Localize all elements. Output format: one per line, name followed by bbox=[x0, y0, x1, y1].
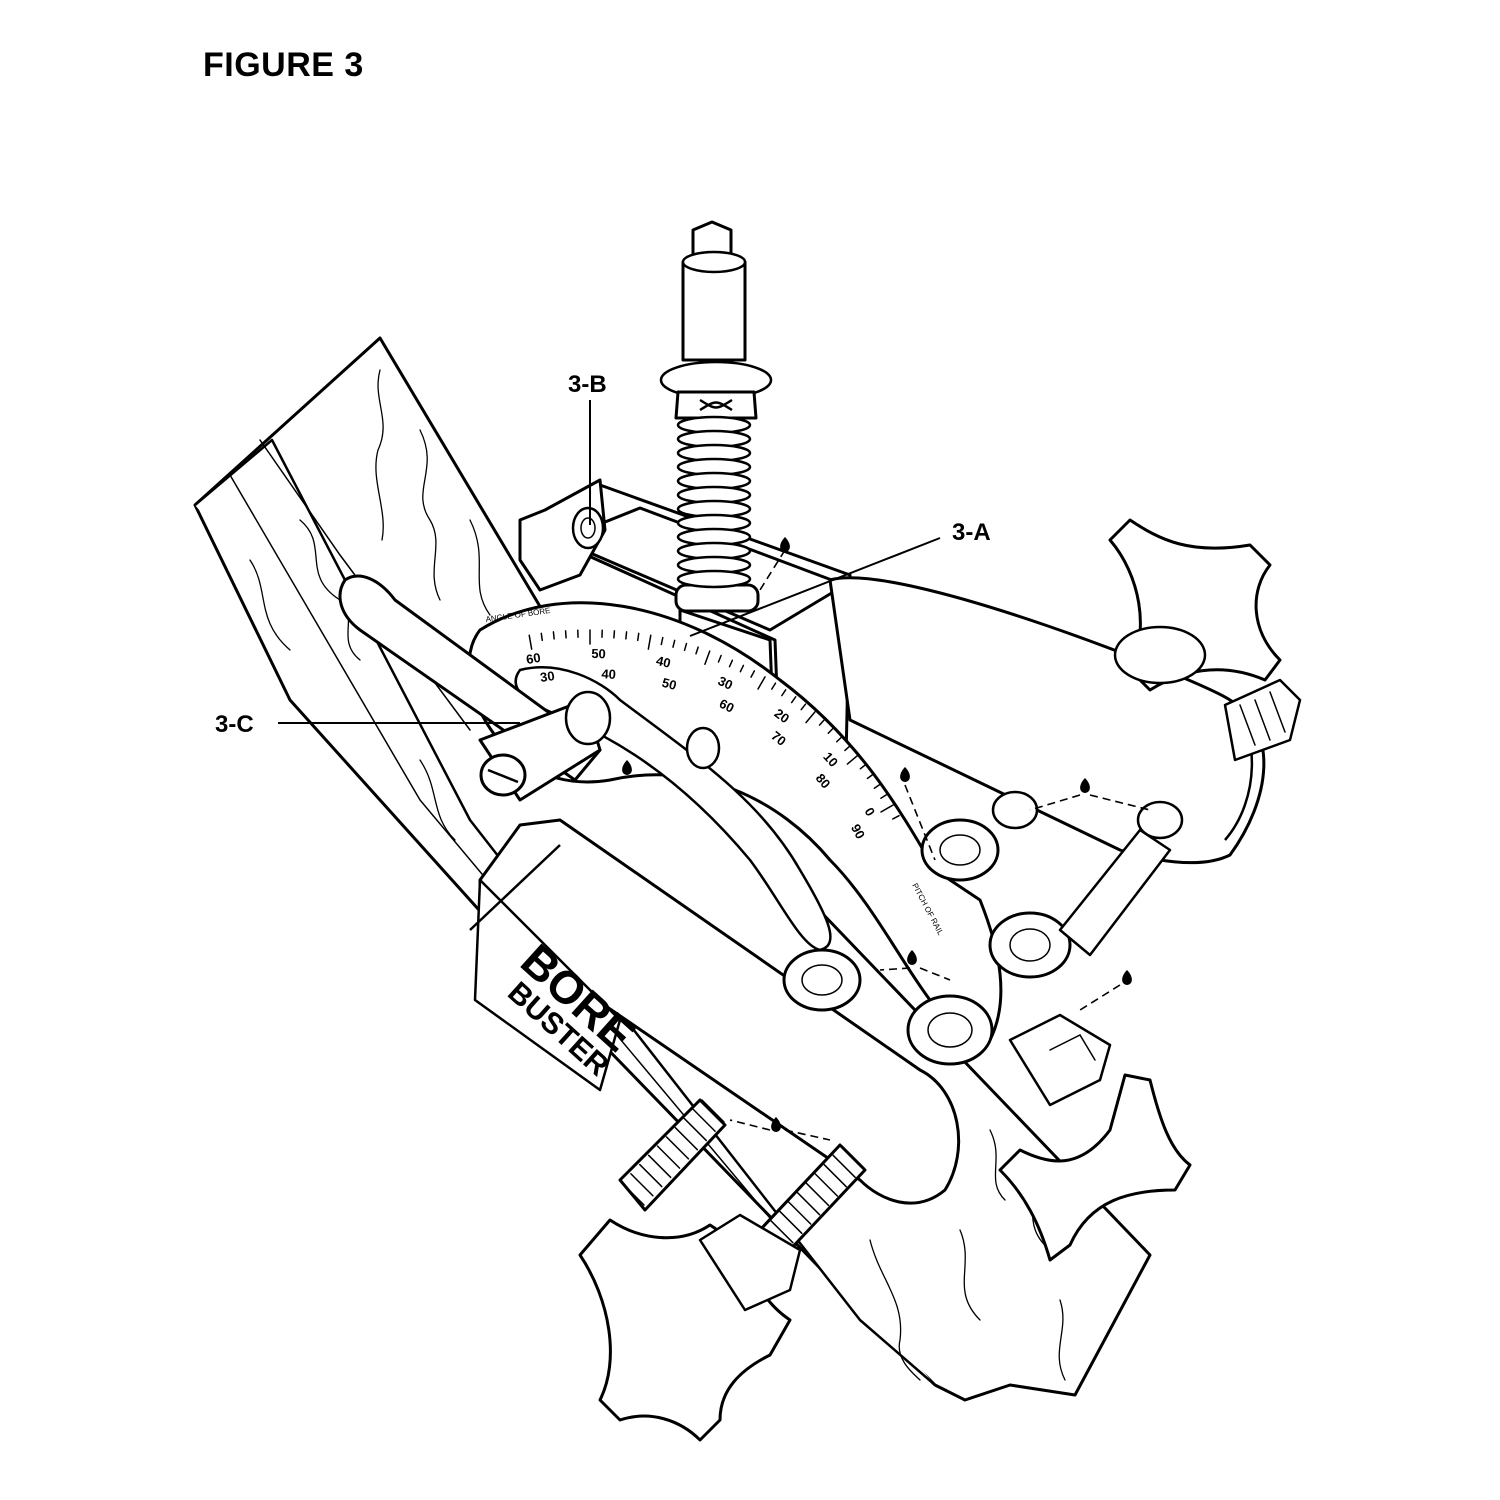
scale-tick bbox=[739, 664, 745, 673]
scale-outer-label: 50 bbox=[591, 646, 606, 661]
figure-title: FIGURE 3 bbox=[203, 46, 364, 84]
callout-3b: 3-B bbox=[568, 371, 607, 525]
oil-drop-icons bbox=[622, 537, 1132, 1132]
scale-tick bbox=[781, 689, 787, 697]
scale-tick bbox=[844, 745, 851, 752]
thread-line bbox=[805, 1182, 830, 1207]
thread-line bbox=[621, 1182, 645, 1206]
right-knob-lower bbox=[998, 1013, 1192, 1262]
spring-coil bbox=[676, 569, 752, 589]
face-plate: BORE BUSTER bbox=[469, 818, 961, 1205]
scale-inner-label: 90 bbox=[848, 821, 868, 841]
roller-rear bbox=[988, 800, 1184, 979]
scale-tick bbox=[846, 754, 859, 765]
thread-line bbox=[814, 1173, 839, 1197]
scale-tick bbox=[728, 659, 734, 668]
thread-line bbox=[639, 1163, 663, 1188]
spring-plunger bbox=[659, 220, 773, 613]
scale-tick bbox=[835, 736, 843, 743]
thread-line bbox=[779, 1210, 803, 1235]
callout-3a: 3-A bbox=[689, 519, 991, 637]
scale-tick bbox=[805, 711, 816, 724]
scale-tick bbox=[552, 631, 555, 640]
lube-leaders bbox=[729, 549, 1151, 1141]
scale-tick bbox=[818, 719, 825, 726]
oil-drop-icon bbox=[900, 767, 910, 782]
scale-tick bbox=[647, 634, 652, 650]
oil-drop-icon bbox=[622, 760, 632, 775]
scale-tick bbox=[660, 636, 664, 646]
threaded-rod-left bbox=[618, 1098, 727, 1212]
scale-inner-label: 30 bbox=[539, 668, 555, 685]
callout-3a-label: 3-A bbox=[952, 519, 991, 546]
scale-tick bbox=[892, 814, 900, 820]
scale-inner-label: 50 bbox=[660, 675, 678, 693]
scale-tick bbox=[540, 632, 544, 642]
scale-tick bbox=[717, 654, 722, 663]
scale-tick bbox=[859, 763, 867, 770]
thread-line bbox=[841, 1145, 865, 1169]
scale-tick bbox=[880, 793, 888, 799]
scale-tick bbox=[704, 650, 711, 666]
thread-line bbox=[647, 1154, 672, 1179]
scale-tick bbox=[873, 783, 881, 789]
oil-drop-icon bbox=[907, 950, 917, 965]
roller-front-left bbox=[782, 948, 862, 1012]
scale-tick bbox=[800, 703, 807, 711]
thread-line bbox=[665, 1136, 690, 1160]
oil-drop-icon bbox=[1122, 970, 1132, 985]
scale-inner-label: 60 bbox=[717, 696, 737, 716]
scale-outer-label: 20 bbox=[772, 706, 793, 727]
thread-line bbox=[674, 1126, 699, 1151]
thread-line bbox=[770, 1219, 794, 1244]
thread-line bbox=[656, 1145, 681, 1169]
scale-outer-label: 60 bbox=[525, 650, 542, 667]
scale-tick bbox=[771, 682, 777, 690]
scale-tick bbox=[757, 676, 766, 690]
scale-tick bbox=[695, 646, 699, 655]
roller-mid bbox=[920, 790, 1039, 882]
scale-tick bbox=[625, 631, 628, 640]
scale-tick bbox=[880, 804, 894, 813]
right-knob-upper bbox=[1108, 518, 1302, 762]
scale-inner-label: 40 bbox=[601, 666, 616, 682]
scale-tick bbox=[636, 632, 640, 642]
thread-line bbox=[787, 1201, 812, 1225]
thread-line bbox=[796, 1191, 821, 1216]
roller-front-right bbox=[906, 994, 994, 1066]
thread-line bbox=[683, 1117, 707, 1142]
callout-3c-label: 3-C bbox=[215, 711, 254, 738]
scale-tick bbox=[827, 727, 834, 735]
oil-drop-icon bbox=[780, 537, 790, 552]
scale-outer-label: 30 bbox=[716, 673, 735, 693]
thread-line bbox=[832, 1154, 856, 1179]
scale-tick bbox=[528, 634, 533, 650]
thread-line bbox=[630, 1173, 654, 1197]
thread-line bbox=[692, 1108, 716, 1132]
lower-knob bbox=[578, 1213, 802, 1442]
thread-line bbox=[823, 1163, 847, 1188]
scale-tick bbox=[866, 773, 874, 780]
scale-outer-label: 40 bbox=[655, 653, 672, 671]
oil-drop-icon bbox=[771, 1117, 781, 1132]
scale-tick bbox=[790, 696, 797, 704]
oil-drop-icon bbox=[1080, 778, 1090, 793]
scale-tick bbox=[750, 670, 756, 678]
scale-tick bbox=[683, 642, 688, 652]
adjustment-screw bbox=[338, 574, 721, 802]
callout-3b-label: 3-B bbox=[568, 371, 607, 398]
stop-block bbox=[518, 478, 607, 592]
thread-line bbox=[701, 1099, 725, 1123]
scale-tick bbox=[672, 639, 676, 648]
callout-3c: 3-C bbox=[215, 711, 520, 738]
